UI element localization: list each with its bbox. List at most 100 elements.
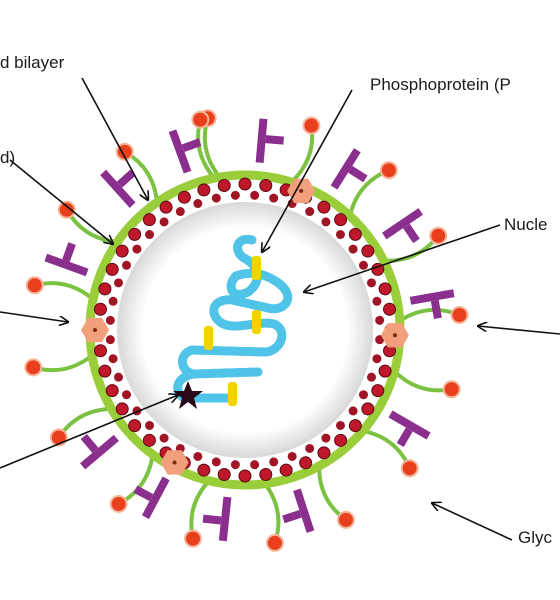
lipid-bead: [348, 419, 362, 433]
lipid-bead: [192, 198, 204, 210]
hexagon-dot: [93, 328, 97, 332]
lipid-bead: [93, 302, 107, 316]
lipid-bead: [210, 456, 222, 468]
lipid-bead: [121, 259, 133, 271]
glycoprotein-head: [191, 110, 210, 129]
lipid-bilayer: [92, 177, 398, 483]
lipid-bead: [229, 459, 241, 471]
matrix-protein: [330, 148, 368, 190]
hexagon-dot: [172, 460, 177, 465]
lipid-bead: [142, 433, 156, 447]
matrix-protein: [100, 169, 136, 208]
matrix-protein: [44, 242, 89, 277]
glycoprotein-head: [450, 306, 469, 325]
lipid-bead: [104, 314, 116, 326]
matrix-protein: [133, 476, 170, 520]
glycoprotein-head: [115, 142, 134, 161]
lipid-bead: [357, 259, 369, 271]
lipid-bead: [347, 405, 359, 417]
lipid-bead: [115, 244, 129, 258]
lipid-bead: [158, 432, 170, 444]
glycoprotein-head: [24, 358, 43, 377]
lipid-bead: [105, 262, 119, 276]
lipid-bead: [268, 456, 280, 468]
lipid-bead: [249, 459, 261, 471]
lipid-bead: [104, 334, 116, 346]
glycoprotein-head: [109, 494, 128, 513]
lipid-bead: [98, 364, 112, 378]
lipid-bead: [113, 277, 125, 289]
glycoprotein-head: [442, 380, 461, 399]
lipid-bead: [115, 402, 129, 416]
lipid-bead: [334, 229, 346, 241]
glycoprotein-head: [302, 116, 321, 135]
lipid-bead: [357, 389, 369, 401]
lipid-bead: [217, 178, 231, 192]
lipid-bead: [286, 450, 298, 462]
lipid-bead: [304, 442, 316, 454]
lipid-bead: [93, 344, 107, 358]
label-lipid-bilayer: d bilayer: [0, 53, 65, 72]
lipid-bead: [378, 364, 392, 378]
lipid-bead: [144, 419, 156, 431]
lipid-bead: [210, 192, 222, 204]
lipid-bead: [113, 371, 125, 383]
lipid-bead: [229, 189, 241, 201]
pointer-arrows: [0, 77, 560, 541]
lipid-bead: [320, 216, 332, 228]
lipid-bead: [361, 244, 375, 258]
lipid-bead: [365, 371, 377, 383]
lipid-bead: [334, 419, 346, 431]
lipid-bead: [158, 216, 170, 228]
label-phosphoprotein: Phosphoprotein (P: [370, 75, 511, 94]
matrix-protein: [202, 496, 232, 542]
lipid-bead: [304, 206, 316, 218]
lipid-bead: [192, 450, 204, 462]
glycoprotein-head: [183, 529, 202, 548]
lipid-bead: [238, 177, 252, 191]
lipid-bead: [317, 446, 331, 460]
glycoprotein-head: [336, 510, 355, 529]
lipid-bead: [334, 433, 348, 447]
lipid-bead: [317, 200, 331, 214]
lipid-bead: [268, 192, 280, 204]
lipid-bead: [259, 178, 273, 192]
phosphoproteins: [204, 256, 261, 406]
lipid-bead: [334, 213, 348, 227]
lipid-bead: [374, 314, 386, 326]
lipid-bead: [128, 419, 142, 433]
glycoprotein-head: [25, 276, 44, 295]
glycoprotein-head: [57, 200, 76, 219]
lipid-bead: [249, 189, 261, 201]
glycoprotein-head: [400, 459, 419, 478]
lipid-bead: [279, 463, 293, 477]
lipid-bead: [320, 432, 332, 444]
lipid-bead: [131, 243, 143, 255]
matrix-proteins: [44, 118, 455, 542]
star-icon: [173, 381, 203, 409]
lipid-bead: [107, 295, 119, 307]
lipid-bead: [378, 282, 392, 296]
matrix-protein: [255, 118, 284, 163]
lipid-bead: [299, 456, 313, 470]
lipid-bead: [128, 227, 142, 241]
lipid-bead: [98, 282, 112, 296]
glycoprotein-head: [429, 226, 448, 245]
matrix-protein: [388, 410, 431, 448]
lipid-bead: [197, 463, 211, 477]
lipid-bead: [107, 353, 119, 365]
matrix-protein: [282, 488, 315, 533]
lipid-bead: [177, 190, 191, 204]
lipid-bead: [238, 469, 252, 483]
lipid-bead: [371, 295, 383, 307]
label-paren: d): [0, 148, 15, 167]
matrix-protein: [382, 208, 423, 244]
label-glyco: Glyc: [518, 528, 553, 547]
lipid-bead: [142, 213, 156, 227]
hexagon-dot: [299, 188, 304, 193]
polymerase-proteins: [81, 178, 409, 475]
matrix-protein: [409, 289, 455, 320]
lipid-bead: [259, 468, 273, 482]
lipid-bead: [159, 200, 173, 214]
